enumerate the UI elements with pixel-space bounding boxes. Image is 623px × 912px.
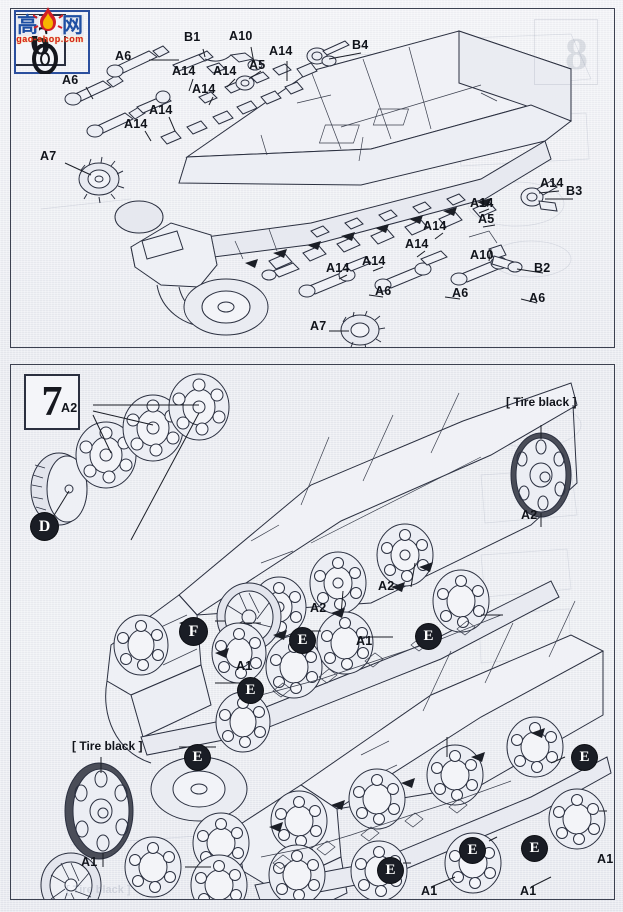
part-A7-top [78, 156, 125, 204]
part-label-a14-0-17: A14 [423, 219, 447, 233]
part-label-a2-1-0: A2 [61, 401, 78, 415]
part-A2-tireblack [510, 432, 572, 518]
part-label-b4-0-6: B4 [352, 38, 369, 52]
part-B2 [488, 244, 523, 273]
sub-assembly-marker-e-5: E [185, 745, 210, 770]
sub-assembly-marker-e-2: E [290, 628, 315, 653]
step-number-box-7: 7 [24, 374, 80, 430]
watermark-characters: 高 网 [16, 10, 84, 40]
sub-assembly-marker-e-7: E [460, 838, 485, 863]
part-label-a6-0-7: A6 [62, 73, 79, 87]
part-label-a10-0-19: A10 [470, 248, 494, 262]
part-label-a6-0-24: A6 [452, 286, 469, 300]
sub-assembly-marker-e-8: E [522, 836, 547, 861]
bleed-through-text: [ Tire black ] [66, 884, 131, 896]
part-label-a14-0-13: A14 [540, 176, 564, 190]
watermark-char-1: 高 [16, 12, 39, 37]
part-label-a1-1-5: A1 [236, 659, 253, 673]
part-label-b1-0-1: B1 [184, 30, 201, 44]
panel-6-artwork [40, 30, 592, 347]
watermark-logo: 高 网 gao-shop.com [6, 4, 90, 76]
part-A1-tireblack [64, 762, 134, 860]
part-label-a1-1-6: A1 [81, 855, 98, 869]
tire-black-note-bottom: [ Tire black ] [72, 739, 143, 753]
watermark-char-2: 网 [61, 12, 84, 37]
part-B4 [306, 40, 350, 67]
ghost-step-number: 8 [565, 28, 588, 79]
part-label-a14-0-15: A14 [470, 196, 494, 210]
tire-black-note-top: [ Tire black ] [506, 395, 577, 409]
part-label-a10-0-2: A10 [229, 29, 253, 43]
part-label-a14-0-9: A14 [192, 82, 216, 96]
part-A2-wheels-top [75, 373, 230, 489]
part-label-a7-0-26: A7 [310, 319, 327, 333]
part-label-a6-0-23: A6 [375, 284, 392, 298]
sub-assembly-marker-e-6: E [378, 858, 403, 883]
assembly-step-panel-6: 8 [10, 8, 615, 348]
sub-assembly-marker-d-0: D [31, 513, 58, 540]
assembly-step-panel-7 [10, 364, 615, 900]
part-label-a14-0-20: A14 [362, 254, 386, 268]
part-label-a6-0-25: A6 [529, 291, 546, 305]
part-label-a14-0-10: A14 [149, 103, 173, 117]
part-tire-D [30, 452, 88, 526]
part-label-a14-0-18: A14 [405, 237, 429, 251]
part-label-a5-0-16: A5 [478, 212, 495, 226]
watermark-frame [14, 10, 90, 74]
part-label-a14-0-5: A14 [213, 64, 237, 78]
part-label-a2-1-3: A2 [310, 601, 327, 615]
flame-icon [33, 7, 63, 31]
panel-7-artwork [30, 373, 612, 899]
part-label-a2-1-2: A2 [378, 579, 395, 593]
part-label-a1-1-4: A1 [356, 634, 373, 648]
sub-assembly-marker-e-3: E [416, 624, 441, 649]
part-label-b3-0-14: B3 [566, 184, 583, 198]
sub-assembly-marker-e-4: E [238, 678, 263, 703]
part-label-a14-0-11: A14 [124, 117, 148, 131]
part-label-a6-0-0: A6 [115, 49, 132, 63]
part-label-a2-1-1: A2 [521, 508, 538, 522]
part-label-a1-1-8: A1 [520, 884, 537, 898]
part-label-a14-0-4: A14 [269, 44, 293, 58]
part-label-a7-0-12: A7 [40, 149, 57, 163]
part-A7-bottom [340, 310, 386, 347]
watermark-url: gao-shop.com [16, 34, 84, 44]
part-label-a5-0-3: A5 [249, 58, 266, 72]
part-E-wheels-mid [113, 569, 490, 753]
part-label-b2-0-22: B2 [534, 261, 551, 275]
sub-assembly-marker-e-9: E [572, 745, 597, 770]
tire-icon [32, 44, 58, 74]
ghost-step-box [534, 19, 598, 85]
part-label-a14-0-21: A14 [326, 261, 350, 275]
part-label-a1-1-7: A1 [421, 884, 438, 898]
sub-assembly-marker-f-1: F [180, 618, 207, 645]
step-number-7: 7 [41, 379, 63, 425]
part-label-a14-0-8: A14 [172, 64, 196, 78]
part-label-a1-1-9: A1 [597, 852, 614, 866]
